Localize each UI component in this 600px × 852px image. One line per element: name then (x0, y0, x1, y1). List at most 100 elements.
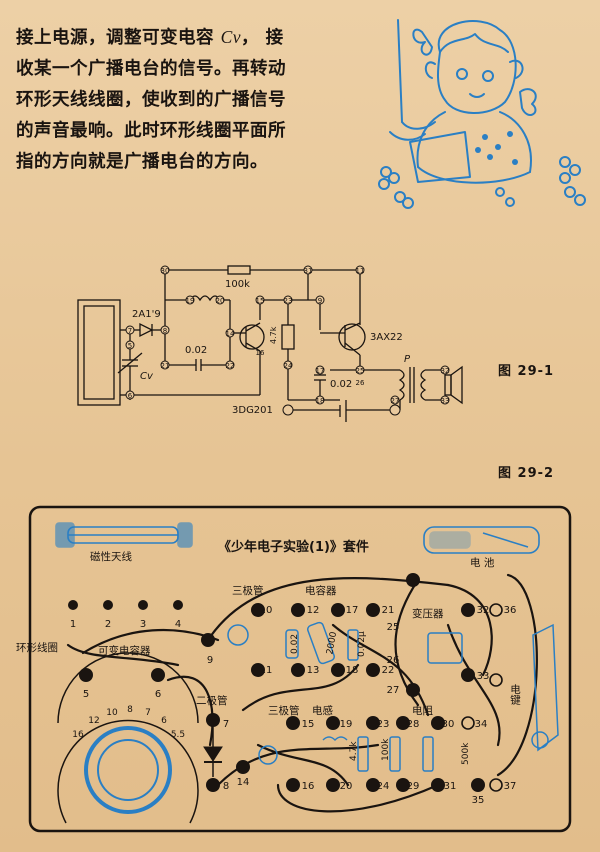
dial-mark: 10 (106, 708, 118, 718)
terminal-label: 35 (472, 795, 485, 806)
node-label: 15 (256, 297, 265, 305)
figure-1-caption: 图 29-1 (498, 364, 555, 379)
para-line-2: 收某一个广播电台的信号。再转动 (16, 59, 286, 79)
terminal-label: 18 (346, 665, 359, 676)
magnetic-antenna (55, 522, 193, 548)
node-label: 7 (128, 327, 132, 335)
dial-mark: 7 (145, 708, 151, 718)
diode-label: 2A1'9 (132, 309, 161, 320)
inductor-label: 电感 (312, 705, 333, 717)
cap-value: 0.02 (290, 634, 300, 654)
terminal-label: 22 (382, 665, 395, 676)
node-label: 23 (284, 297, 293, 305)
terminal-set (68, 573, 485, 792)
node-label: 21 (161, 362, 170, 370)
node-label: 17 (316, 367, 325, 375)
cv-symbol: Cv (220, 27, 242, 47)
node-label: 32 (441, 367, 450, 375)
terminal-label: 25 (387, 622, 400, 633)
terminal-label: 9 (207, 655, 213, 666)
res-value: 100k (381, 738, 391, 761)
instruction-paragraph: 接上电源，调整可变电容 Cv， 接 收某一个广播电台的信号。再转动 环形天线线圈… (16, 22, 366, 178)
dial-mark: 8 (127, 705, 133, 715)
para-line-1: 接上电源，调整可变电容 Cv， 接 (16, 27, 284, 48)
terminal-label: 21 (382, 605, 395, 616)
node-label: 14 (226, 330, 235, 338)
terminal-label: 10 (260, 605, 273, 616)
terminal-label: 23 (377, 719, 390, 730)
resistor-label: 100k (225, 279, 250, 290)
terminal-label: 7 (223, 719, 229, 730)
node-label: 27 (391, 397, 400, 405)
var-cap-label: 可变电容器 (98, 645, 151, 657)
terminal-label: 20 (340, 781, 353, 792)
terminal-label: 26 (387, 655, 400, 666)
terminal-label: 19 (340, 719, 353, 730)
terminal-label: 13 (307, 665, 320, 676)
terminal-label: 12 (307, 605, 320, 616)
node-label: 30 (161, 267, 170, 275)
node-label: 18 (316, 397, 325, 405)
terminal-label: 30 (442, 719, 455, 730)
node-label: 19 (186, 297, 195, 305)
terminal-label: 15 (302, 719, 315, 730)
terminal-label: 3 (140, 619, 146, 630)
terminal-label: 2 (105, 619, 111, 630)
cap-value: 2000 (325, 631, 339, 656)
dial-mark: 6 (161, 716, 167, 726)
node-label: 33 (441, 397, 450, 405)
kit-board: 1 2 3 4 5 6 7 8 9 10 11 12 13 14 15 16 1… (28, 505, 572, 833)
terminal-label: 32 (477, 605, 490, 616)
girl-illustration (378, 19, 586, 209)
resistor-label: 电阻 (412, 705, 433, 717)
node-label: 5 (128, 342, 132, 350)
transistor1-label: 3DG201 (232, 405, 273, 416)
board-title: 《少年电子实验(1)》套件 (218, 540, 369, 555)
node-label: 24 (284, 362, 293, 370)
node-label: 25 (356, 367, 365, 375)
node-label: 16 (256, 349, 265, 357)
terminal-label: 11 (260, 665, 273, 676)
battery-holder (423, 526, 540, 554)
node-label: 20 (216, 297, 225, 305)
terminal-label: 33 (477, 671, 490, 682)
cap-value: 0.02μ (357, 631, 367, 657)
terminal-label: 24 (377, 781, 390, 792)
terminal-label: 6 (155, 689, 161, 700)
para-line-4: 的声音最响。此时环形线圈平面所 (16, 121, 286, 141)
transistor-b-label: 三极管 (268, 705, 300, 717)
transformer-label: 变压器 (412, 608, 444, 620)
terminal-label: 31 (444, 781, 457, 792)
tuning-dial (57, 652, 199, 824)
transistor2-label: 3AX22 (370, 332, 403, 343)
node-label: 6 (128, 392, 133, 400)
node-label: 11 (356, 267, 365, 275)
terminal-label: 16 (302, 781, 315, 792)
node-label: 9 (318, 297, 322, 305)
terminal-label: 14 (237, 777, 250, 788)
terminal-label: 8 (223, 781, 229, 792)
capacitor-set-label: 电容器 (305, 585, 337, 597)
res-value: 500k (461, 742, 471, 765)
cv-label: Cv (140, 371, 154, 382)
antenna-label: 磁性天线 (90, 551, 132, 563)
node-label: 22 (226, 362, 235, 370)
loop-coil-label: 环形线圈 (16, 642, 58, 654)
terminal-label: 17 (346, 605, 359, 616)
node-label: 31 (304, 267, 313, 275)
transformer-label: P (404, 354, 411, 365)
dial-mark: 16 (72, 730, 84, 740)
figure-2-caption: 图 29-2 (498, 466, 555, 481)
battery-label: 电 池 (470, 557, 495, 569)
key-label: 电键 (509, 684, 521, 705)
terminal-label: 28 (407, 719, 420, 730)
node-label: 8 (163, 327, 167, 335)
dial-mark: 12 (88, 716, 99, 726)
terminal-label: 29 (407, 781, 420, 792)
para-line-3: 环形天线线圈，使收到的广播信号 (16, 90, 286, 110)
para-line-5: 指的方向就是广播电台的方向。 (16, 152, 268, 172)
dial-mark: 5.5 (171, 730, 185, 740)
cap2-label: 0.02 (330, 379, 352, 390)
resistor2-label: 4.7k (269, 326, 278, 344)
